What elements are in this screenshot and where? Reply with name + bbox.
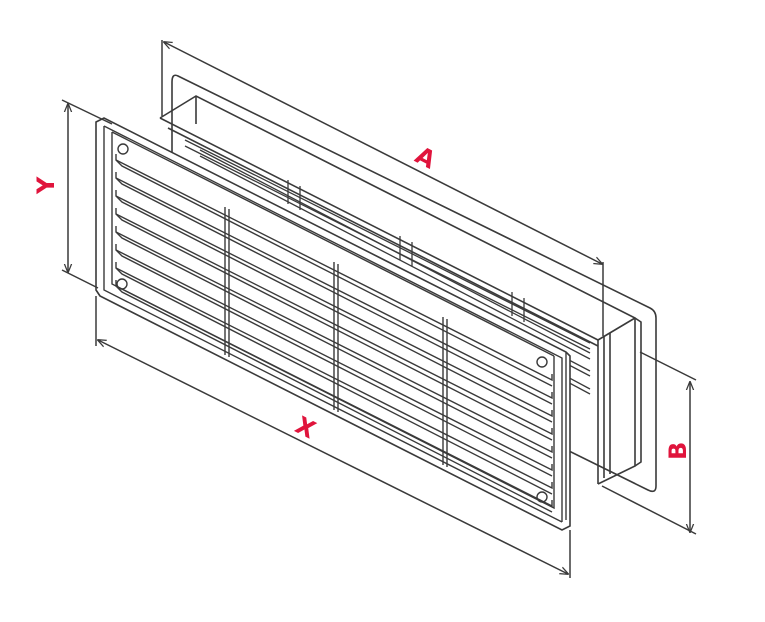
dimension-b-extension-top [639, 351, 697, 381]
screw-hole-top-left [117, 143, 129, 155]
dimension-b-label: B [664, 442, 692, 460]
dimension-x-line [98, 340, 568, 574]
dimension-a [161, 40, 603, 336]
slat-shadow-2 [115, 177, 553, 405]
dimension-b-extension-bottom [601, 485, 697, 535]
dimension-x [95, 296, 571, 578]
dimension-x-label: X [291, 411, 321, 445]
dimension-y-extension-bottom [61, 269, 99, 289]
dimension-y [61, 99, 113, 289]
dimension-y-label: Y [32, 176, 60, 195]
dimension-a-line [164, 42, 602, 264]
dimension-b [601, 351, 697, 535]
slat-shadow-1 [115, 159, 553, 387]
dimension-y-extension-top [61, 99, 113, 125]
